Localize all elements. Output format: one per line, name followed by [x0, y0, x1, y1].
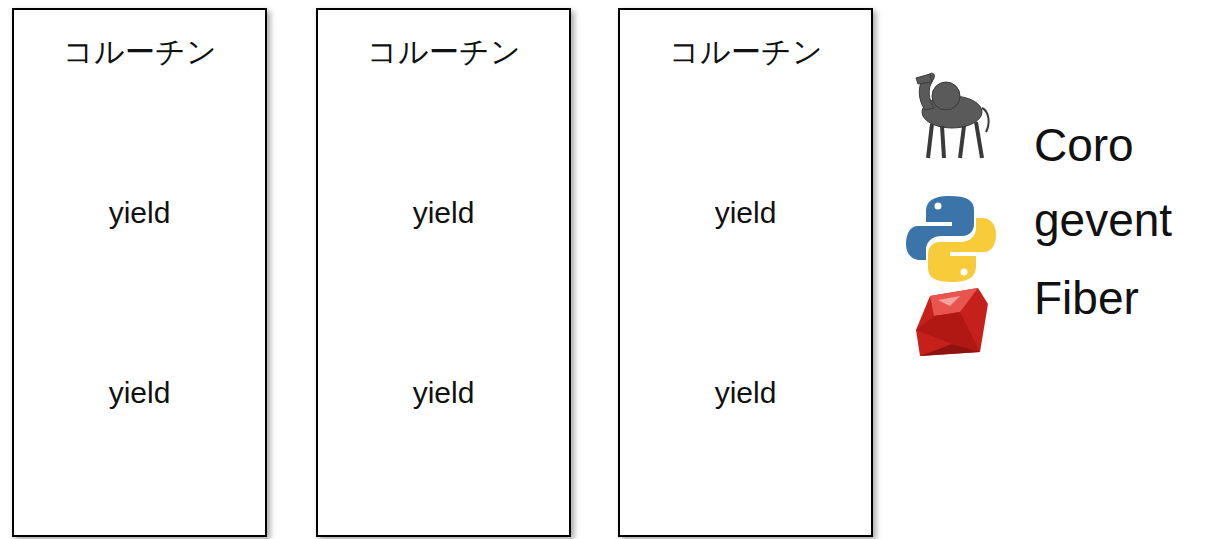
- ruby-gem: [916, 288, 988, 356]
- yield-point: yield: [620, 195, 871, 231]
- yield-point: yield: [318, 195, 569, 231]
- coroutine-box: コルーチン yield yield: [316, 8, 571, 537]
- yield-point: yield: [14, 375, 265, 411]
- python-logo: [906, 196, 996, 282]
- library-name: gevent: [1034, 193, 1172, 247]
- yield-point: yield: [14, 195, 265, 231]
- coroutine-heading: コルーチン: [318, 34, 569, 70]
- coroutine-box: コルーチン yield yield: [12, 8, 267, 537]
- yield-point: yield: [620, 375, 871, 411]
- coroutine-heading: コルーチン: [620, 34, 871, 70]
- camel-icon: [916, 73, 989, 158]
- coroutine-box: コルーチン yield yield: [618, 8, 873, 537]
- library-name: Fiber: [1034, 271, 1139, 325]
- coroutine-heading: コルーチン: [14, 34, 265, 70]
- yield-point: yield: [318, 375, 569, 411]
- library-name: Coro: [1034, 118, 1134, 172]
